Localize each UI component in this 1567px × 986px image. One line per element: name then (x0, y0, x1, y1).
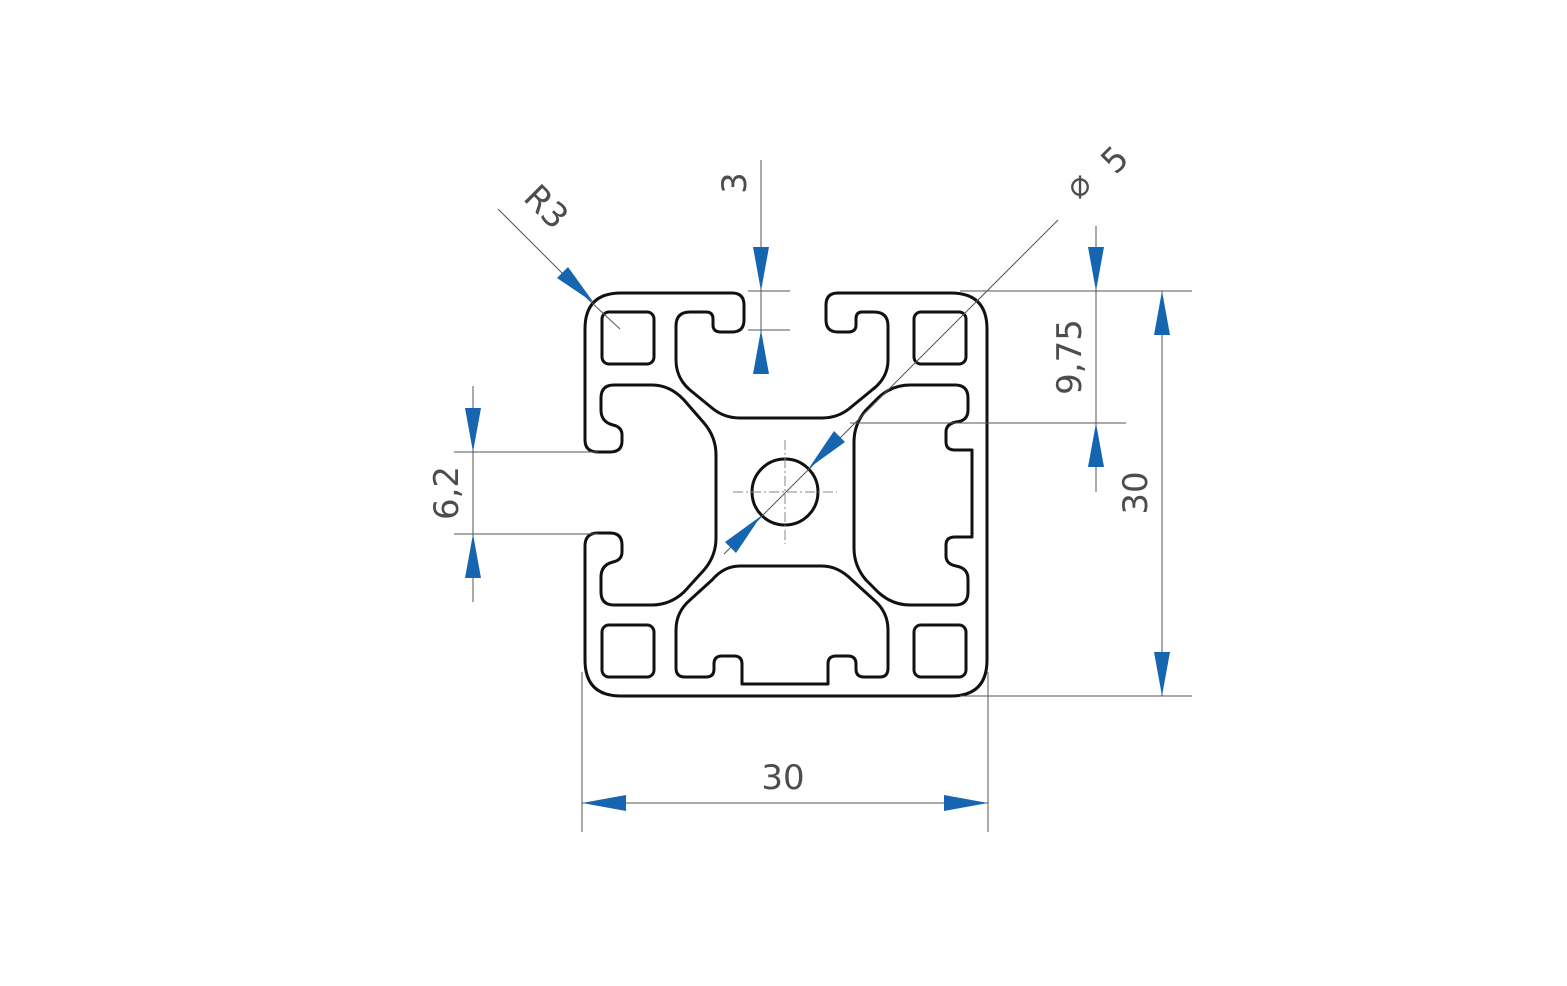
right-slot-cavity (852, 383, 974, 607)
profile-outline (583, 291, 989, 698)
corner-pocket-top-left (600, 310, 656, 366)
arrowhead (809, 431, 845, 468)
arrowhead (1154, 291, 1170, 335)
height-label: 30 (1116, 471, 1156, 514)
arrowhead (557, 267, 594, 303)
slot-depth-label: 3 (715, 172, 755, 194)
corner-pocket-bottom-left (600, 623, 656, 679)
height-dimension: 30 (960, 290, 1192, 697)
slot-depth-dimension: 3 (715, 160, 790, 374)
arrowhead (582, 795, 626, 811)
bore-diameter-label: 5 (1093, 138, 1137, 182)
corner-pocket-bottom-right (912, 623, 968, 679)
arrowhead (753, 247, 769, 291)
arrowhead (1088, 247, 1104, 291)
slot-width-dimension: 6,2 (427, 386, 598, 602)
slot-offset-label: 9,75 (1050, 319, 1090, 395)
corner-radius-label: R3 (516, 177, 576, 237)
slot-offset-dimension: 9,75 (850, 226, 1126, 492)
corner-pocket-top-right (912, 310, 968, 366)
arrowhead (753, 330, 769, 374)
bore-diameter-symbol: ⌀ (1057, 164, 1100, 207)
arrowhead (1088, 423, 1104, 467)
bottom-slot-cavity (674, 564, 890, 686)
bore-diameter-dimension: ⌀ 5 (723, 138, 1137, 555)
arrowhead (725, 516, 761, 553)
slot-width-label: 6,2 (427, 466, 467, 520)
corner-radius-dimension: R3 (497, 177, 621, 330)
arrowhead (944, 795, 988, 811)
arrowhead (465, 408, 481, 452)
width-label: 30 (761, 758, 804, 798)
width-dimension: 30 (581, 672, 989, 832)
arrowhead (1154, 652, 1170, 696)
arrowhead (465, 534, 481, 578)
